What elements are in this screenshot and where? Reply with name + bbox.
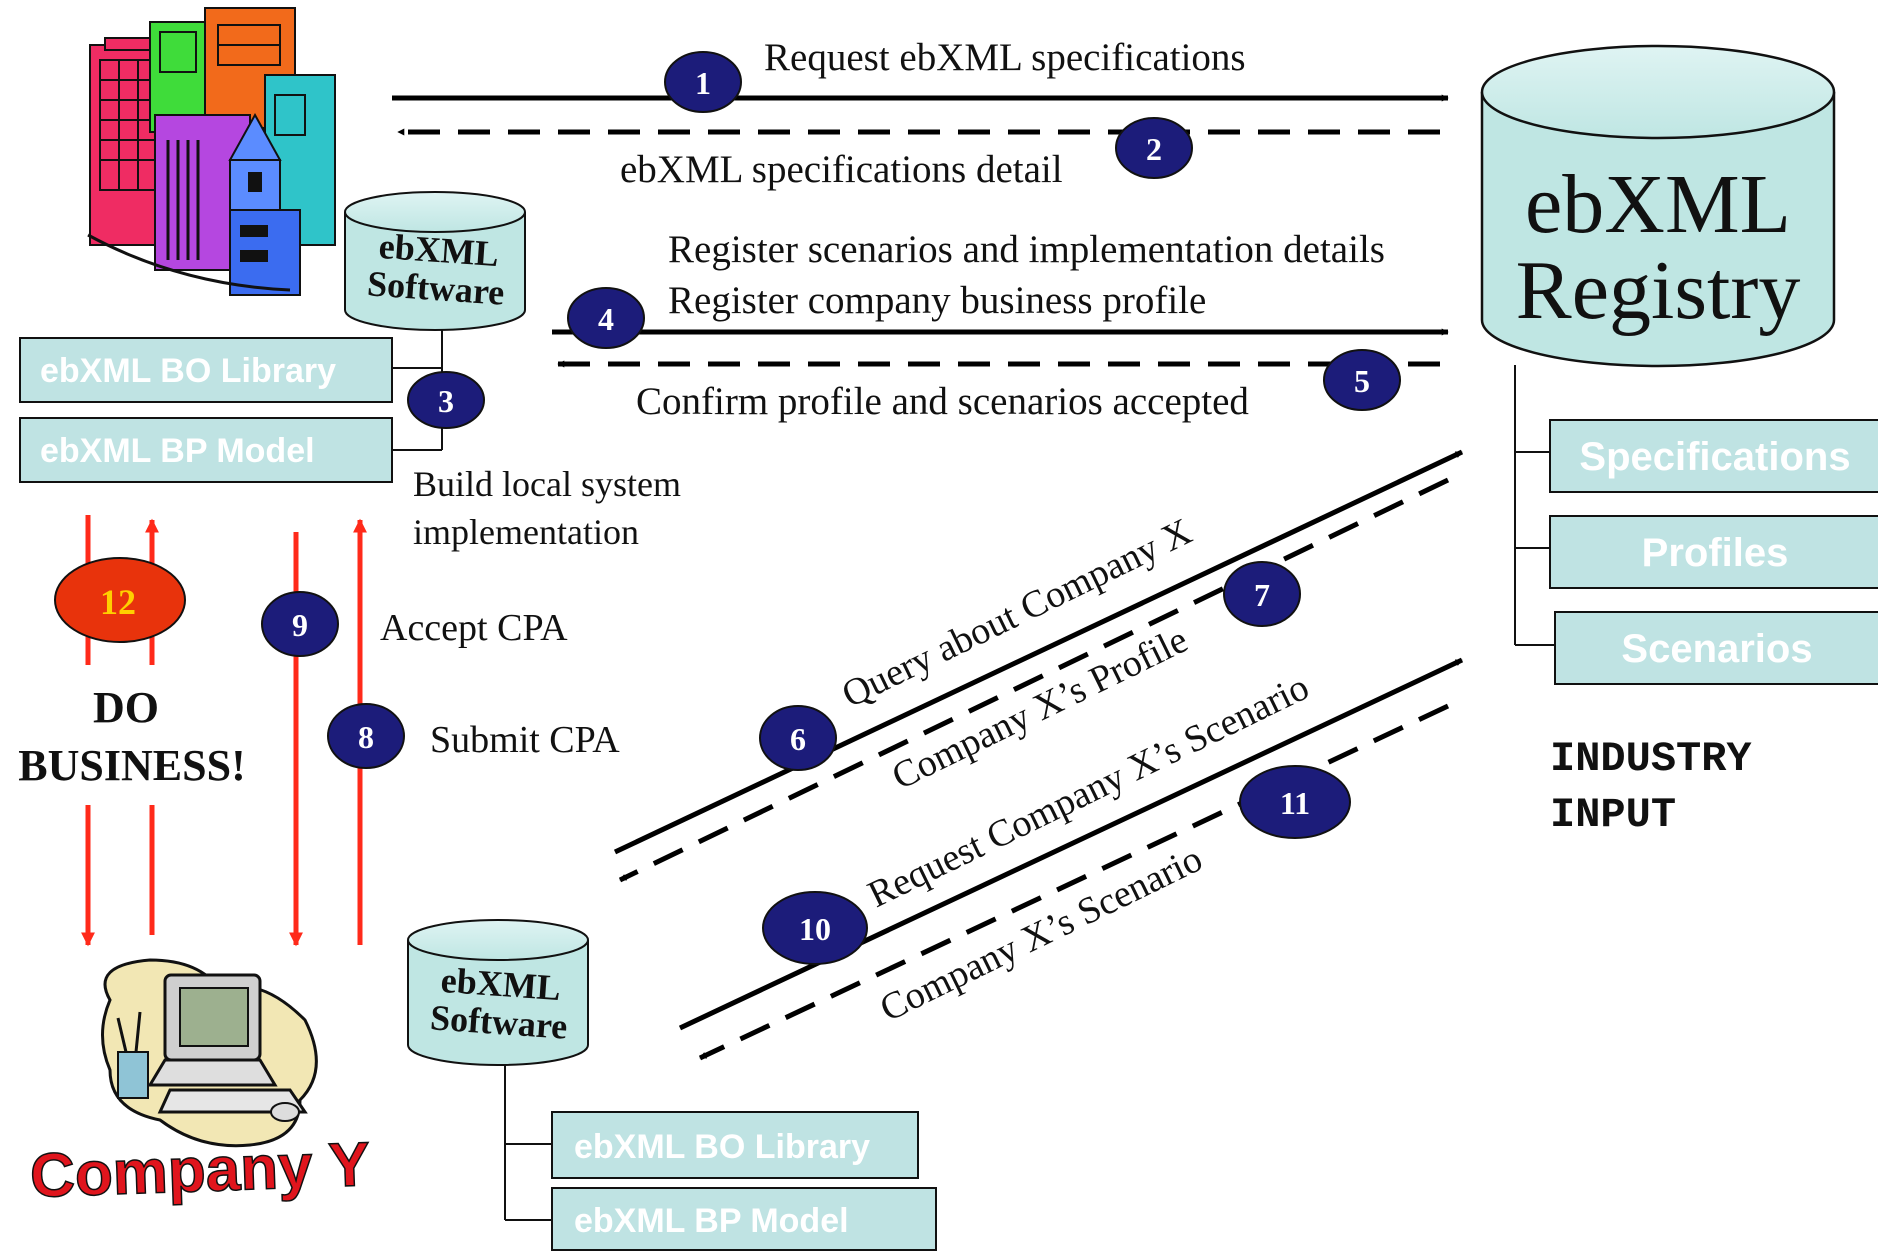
specifications-label: Specifications: [1579, 435, 1850, 479]
company-y-bp-model-label: ebXML BP Model: [574, 1202, 849, 1240]
do-business-line2: BUSINESS!: [18, 741, 245, 790]
step-6-label: Query about Company X: [836, 510, 1199, 716]
step-6-badge: 6: [759, 705, 837, 771]
step-4-label-line1: Register scenarios and implementation de…: [668, 228, 1385, 271]
step-12-number: 12: [100, 582, 136, 622]
step-8-number: 8: [358, 719, 374, 755]
step-1-label: Request ebXML specifications: [764, 36, 1246, 79]
company-y-connectors: [504, 1065, 552, 1221]
step-4-label-line2: Register company business profile: [668, 279, 1206, 322]
step-5-number: 5: [1354, 363, 1370, 399]
registry-connectors: [1514, 365, 1555, 646]
step-2-badge: 2: [1115, 117, 1193, 179]
office-buildings-icon: [87, 7, 336, 296]
step-9-number: 9: [292, 607, 308, 643]
step-8-badge: 8: [327, 703, 405, 769]
registry-title-line1: ebXML: [1525, 158, 1791, 251]
step-10-number: 10: [799, 911, 831, 947]
company-y-software-cylinder: ebXML Software: [407, 919, 589, 1066]
profiles-label: Profiles: [1642, 531, 1789, 575]
step-11-number: 11: [1280, 785, 1310, 821]
company-y-software-line1: ebXML: [440, 960, 562, 1008]
bp-model-label: ebXML BP Model: [40, 432, 315, 470]
company-y-bp-model-box: ebXML BP Model: [551, 1187, 937, 1251]
company-y-bo-library-label: ebXML BO Library: [574, 1128, 870, 1166]
computer-desk-icon: [101, 958, 318, 1148]
industry-input-line2: INPUT: [1550, 791, 1676, 839]
arrow-11: [698, 703, 1450, 1061]
do-business-line1: DO: [93, 683, 159, 732]
step-3-number: 3: [438, 383, 454, 419]
arrow-6: [613, 449, 1464, 855]
step-6-number: 6: [790, 721, 806, 757]
step-1-number: 1: [695, 65, 711, 101]
step-3-badge: 3: [407, 371, 485, 429]
software-label-line2: Software: [366, 263, 506, 312]
arrow-7: [618, 477, 1450, 883]
software-label-line1: ebXML: [378, 226, 500, 274]
step-9-badge: 9: [261, 591, 339, 657]
step-4-badge: 4: [567, 287, 645, 349]
company-x-bo-library-box: ebXML BO Library: [19, 337, 393, 403]
industry-input-line1: INDUSTRY: [1550, 735, 1752, 783]
registry-cylinder: ebXML Registry: [1480, 44, 1836, 368]
step-11-badge: 11: [1239, 765, 1351, 839]
bo-library-label: ebXML BO Library: [40, 352, 336, 390]
step-5-badge: 5: [1323, 349, 1401, 411]
step-2-number: 2: [1146, 131, 1162, 167]
step-9-label: Accept CPA: [380, 607, 568, 649]
scenarios-label: Scenarios: [1621, 627, 1812, 671]
registry-item-specifications: Specifications: [1549, 419, 1878, 493]
step-5-label: Confirm profile and scenarios accepted: [636, 380, 1249, 423]
company-x-software-cylinder: ebXML Software: [344, 191, 526, 331]
step-2-label: ebXML specifications detail: [620, 148, 1063, 191]
step-4-number: 4: [598, 301, 614, 337]
do-business-arrows: [81, 515, 159, 947]
company-y-software-line2: Software: [429, 997, 569, 1046]
registry-item-profiles: Profiles: [1549, 515, 1878, 589]
company-y-bo-library-box: ebXML BO Library: [551, 1111, 919, 1179]
step-7-badge: 7: [1223, 561, 1301, 627]
step-12-badge: 12: [54, 557, 186, 643]
step-3-label-line1: Build local system: [413, 464, 681, 504]
step-3-label-line2: implementation: [413, 512, 639, 552]
arrow-10: [678, 657, 1464, 1031]
company-y-name: Company Y: [29, 1130, 371, 1211]
registry-title-line2: Registry: [1516, 244, 1801, 337]
step-10-badge: 10: [762, 891, 868, 965]
step-7-number: 7: [1254, 577, 1270, 613]
step-1-badge: 1: [664, 51, 742, 113]
step-8-label: Submit CPA: [430, 719, 620, 761]
registry-item-scenarios: Scenarios: [1554, 611, 1878, 685]
company-x-bp-model-box: ebXML BP Model: [19, 417, 393, 483]
